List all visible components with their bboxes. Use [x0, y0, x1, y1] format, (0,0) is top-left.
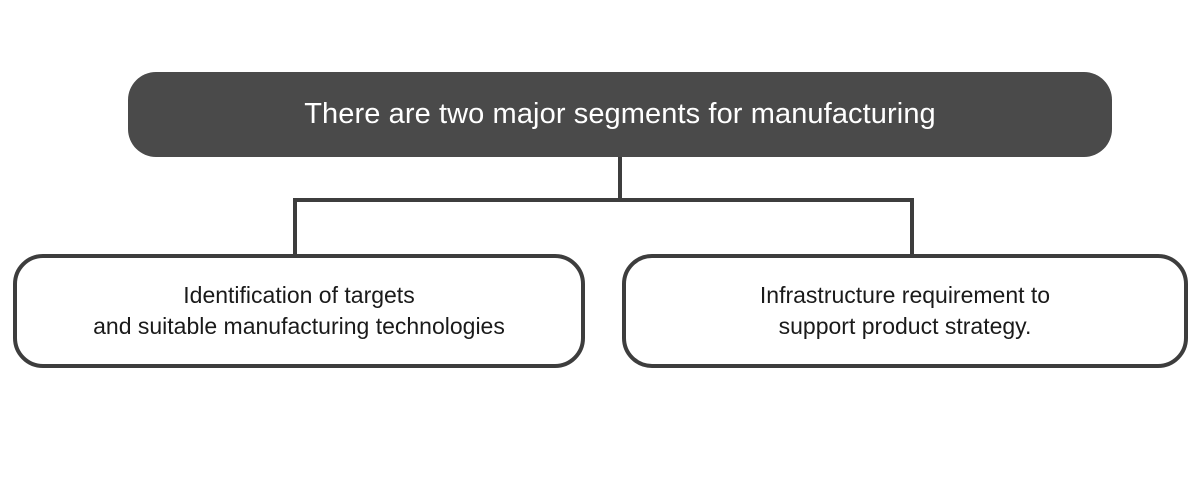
child-node-right-label-line-1: Infrastructure requirement to	[759, 281, 1051, 308]
child-node-right-label-line-2: support product strategy.	[778, 313, 1032, 339]
child-node-left-label-line-2: and suitable manufacturing technologies	[93, 313, 505, 339]
child-node-left-label-line-1: Identification of targets	[183, 281, 415, 308]
root-node: There are two major segments for manufac…	[128, 72, 1112, 157]
root-node-label: There are two major segments for manufac…	[304, 98, 936, 131]
child-node-left-label: Identification of targets and suitable m…	[79, 280, 519, 343]
child-node-right-label: Infrastructure requirement to support pr…	[746, 280, 1064, 343]
child-node-identification-of-targets: Identification of targets and suitable m…	[13, 254, 585, 368]
child-node-infrastructure-requirement: Infrastructure requirement to support pr…	[622, 254, 1188, 368]
